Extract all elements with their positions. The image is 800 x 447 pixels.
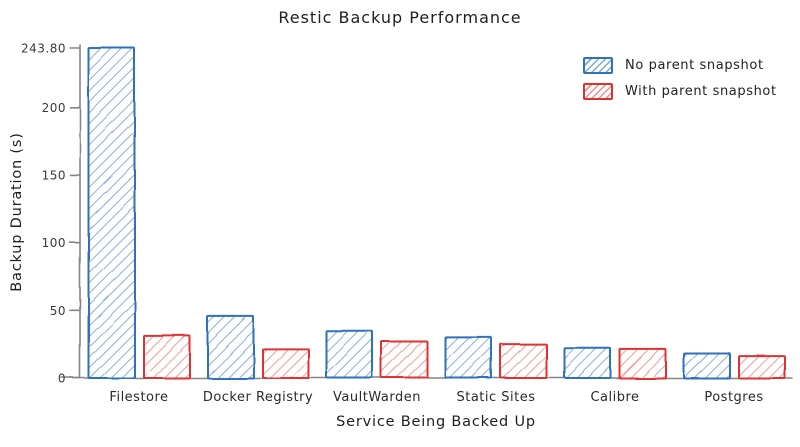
y-tick-label-243.80: 243.80 [21,42,66,56]
bar-with-parent-static-sites [499,343,548,380]
legend-item-no-parent-snapshot: No parent snapshot [583,57,777,74]
bar-with-parent-postgres [737,354,786,379]
legend-label-no-parent-snapshot: No parent snapshot [625,58,764,73]
y-tick-label-150: 150 [42,168,66,182]
legend-label-with-parent-snapshot: With parent snapshot [625,84,777,99]
y-tick-label-200: 200 [42,101,66,115]
x-tick-label-filestore: Filestore [109,390,168,405]
x-axis-title: Service Being Backed Up [336,414,536,430]
x-tick-label-calibre: Calibre [590,390,639,405]
bar-with-parent-calibre [618,347,667,380]
y-tick-label-0: 0 [58,372,66,386]
legend-swatch-red-hatch [583,83,613,100]
bars [87,47,786,380]
legend-item-with-parent-snapshot: With parent snapshot [583,83,777,100]
chart-title: Restic Backup Performance [278,8,522,27]
x-tick-label-docker-registry: Docker Registry [203,390,313,405]
legend-swatch-blue-hatch [583,57,613,74]
legend: No parent snapshot With parent snapshot [583,57,777,100]
bar-no-parent-filestore [87,47,136,379]
bar-with-parent-docker-registry [261,347,310,380]
y-tick-label-50: 50 [50,304,66,318]
y-tick-label-100: 100 [42,236,66,250]
bar-no-parent-calibre [563,347,612,380]
x-tick-label-static-sites: Static Sites [456,390,535,405]
bar-no-parent-postgres [682,351,731,380]
bar-no-parent-static-sites [444,336,493,379]
x-tick-label-postgres: Postgres [704,390,763,405]
bar-no-parent-docker-registry [206,315,255,379]
bar-with-parent-vaultwarden [380,340,429,379]
bar-with-parent-filestore [142,334,191,379]
x-tick-label-vaultwarden: VaultWarden [333,390,421,405]
bar-no-parent-vaultwarden [325,330,374,379]
axes [61,44,793,379]
